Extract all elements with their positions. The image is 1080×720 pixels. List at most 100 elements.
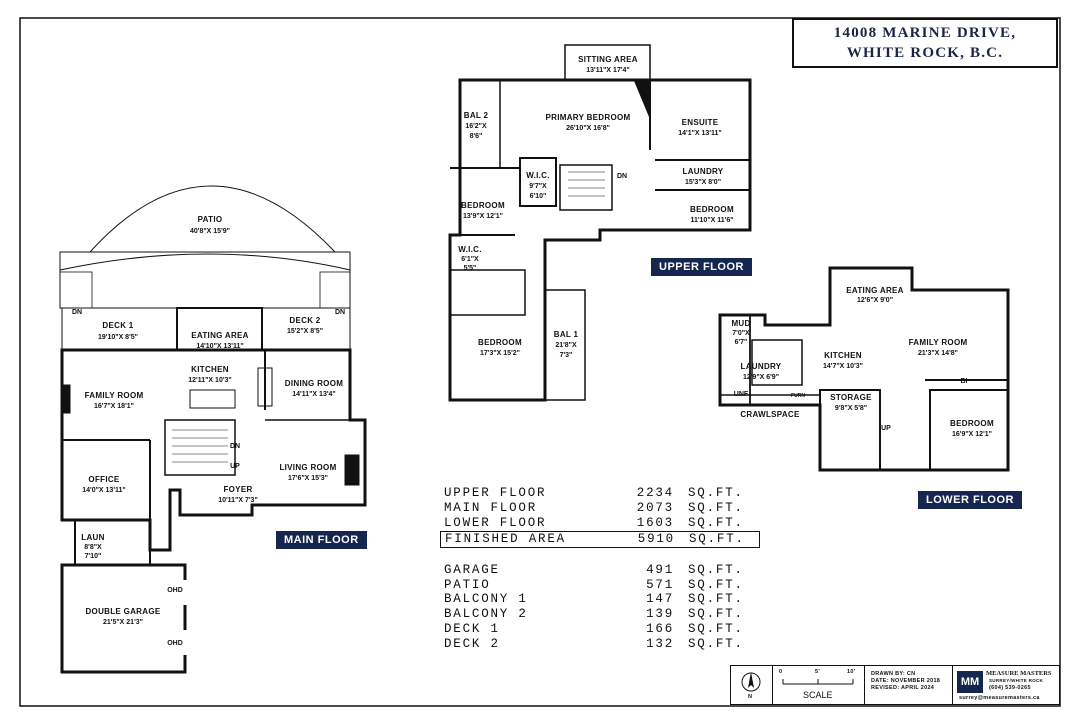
bed-up-right-label: BEDROOM: [690, 205, 734, 214]
patio-inner-arc: [59, 253, 351, 271]
laundry-lower-label: LAUNDRY: [741, 362, 782, 371]
scale-bar-icon: [782, 679, 854, 685]
dining-dim: 14'11"X 13'4": [292, 391, 335, 398]
draw-date: DATE: NOVEMBER 2018: [871, 678, 941, 684]
furn-mark: FURN: [791, 393, 805, 399]
deck2-label: DECK 2: [289, 316, 320, 325]
laundry-lower-dim: 12'9"X 6'9": [743, 374, 779, 381]
kitchen-lower-label: KITCHEN: [824, 351, 862, 360]
bed-up-left-label: BEDROOM: [461, 201, 505, 210]
unf-mark: UNF: [734, 391, 749, 398]
drawn-by: DRAWN BY: CN: [871, 671, 916, 677]
lower-bed-outline: [929, 389, 1009, 471]
company-phone: (604) 539-0265: [989, 685, 1031, 691]
deck2-dim: 15'2"X 8'5": [287, 328, 323, 335]
address-line-2: WHITE ROCK, B.C.: [846, 45, 1004, 61]
sheet-border: [19, 17, 1061, 707]
kitchen-main-label: KITCHEN: [191, 365, 229, 374]
lower-exterior-wall: [718, 266, 1010, 472]
scale-tick-10: 10': [847, 669, 856, 675]
ohd-mark-1: OHD: [167, 587, 183, 594]
ensuite-dim: 14'1"X 13'11": [678, 130, 721, 137]
laun-dim2: 7'10": [85, 553, 102, 560]
kitchen-lower-dim: 14'7"X 10'3": [823, 363, 863, 370]
up-mark-main: UP: [230, 463, 240, 470]
dining-buffet: [257, 367, 273, 407]
lower-floor-tag: LOWER FLOOR: [918, 491, 1022, 509]
patio-edge: [59, 251, 351, 309]
dining-label: DINING ROOM: [285, 379, 343, 388]
dn-mark-deck2: DN: [335, 309, 345, 316]
company-email: surrey@measuremasters.ca: [959, 695, 1040, 701]
company-logo: MM: [957, 671, 983, 693]
patio-stair-right: [319, 271, 351, 309]
wic-small-label: W.I.C.: [458, 245, 482, 254]
wic-upper-dim1: 9'7"X: [529, 183, 547, 190]
family-lower-label: FAMILY ROOM: [909, 338, 968, 347]
garage-outline: [60, 563, 187, 674]
family-main-label: FAMILY ROOM: [85, 391, 144, 400]
wic-outline: [519, 157, 557, 207]
bal2-label: BAL 2: [464, 111, 489, 120]
room-labels: PATIO 40'8"X 15'9" DECK 1 19'10"X 8'5" E…: [72, 55, 994, 647]
stair-treads: [172, 429, 228, 463]
eating-main-label: EATING AREA: [191, 331, 249, 340]
revised-date: REVISED: APRIL 2024: [871, 685, 935, 691]
mud-dim2: 6'7": [735, 339, 748, 346]
wic-small-dim1: 6'1"X: [461, 256, 479, 263]
mud-dim1: 7'0"X: [732, 330, 750, 337]
bal1-label: BAL 1: [554, 330, 579, 339]
company-name: MEASURE MASTERS: [986, 670, 1052, 677]
garage-dim: 21'5"X 21'3": [103, 619, 143, 626]
primary-dim: 26'10"X 16'8": [566, 125, 610, 132]
up-mark-lower: UP: [881, 425, 891, 432]
lower-floor-plan: [718, 266, 1010, 472]
bed-lower-dim: 16'9"X 12'1": [952, 431, 992, 438]
north-label: N: [748, 694, 753, 700]
bal1-dim1: 21'8"X: [555, 342, 577, 349]
mud-label: MUD: [731, 319, 750, 328]
bath-outline: [449, 269, 526, 316]
bal1-outline: [544, 289, 586, 401]
main-stair: [164, 419, 236, 476]
eating-lower-dim: 12'6"X 9'0": [857, 297, 893, 304]
patio-dim: 40'8"X 15'9": [190, 228, 230, 235]
bi-mark: BI: [961, 378, 968, 385]
family-lower-dim: 21'3"X 14'8": [918, 350, 958, 357]
laundry-upper-label: LAUNDRY: [683, 167, 724, 176]
bed-up-left-dim: 13'9"X 12'1": [463, 213, 503, 220]
office-dim: 14'0"X 13'11": [82, 487, 125, 494]
laun-dim1: 8'8"X: [84, 544, 102, 551]
foyer-label: FOYER: [223, 485, 252, 494]
living-label: LIVING ROOM: [279, 463, 336, 472]
title-block: N 0 5' 10' SCALE DRAWN BY: CN DATE: NOVE…: [730, 665, 1060, 705]
lower-laundry-outline: [751, 339, 803, 386]
main-floor-tag: MAIN FLOOR: [276, 531, 367, 549]
kitchen-main-dim: 12'11"X 10'3": [188, 377, 231, 384]
storage-outline: [819, 389, 881, 471]
dn-mark-deck1: DN: [72, 309, 82, 316]
bed-up-low-dim: 17'3"X 15'2": [480, 350, 520, 357]
wic-upper-dim2: 6'10": [530, 193, 547, 200]
north-arrow-icon: [741, 672, 761, 692]
office-label: OFFICE: [88, 475, 119, 484]
eating-lower-label: EATING AREA: [846, 286, 904, 295]
upper-fireplace: [634, 81, 651, 119]
sitting-label: SITTING AREA: [578, 55, 638, 64]
bed-up-right-dim: 11'10"X 11'6": [690, 217, 733, 224]
upper-floor-tag: UPPER FLOOR: [651, 258, 752, 276]
living-fireplace: [344, 454, 360, 486]
scale-tick-5: 5': [815, 669, 820, 675]
bal2-dim1: 16'2"X: [465, 123, 487, 130]
patio-arc: [89, 185, 336, 253]
main-floor-plan: [59, 185, 367, 674]
